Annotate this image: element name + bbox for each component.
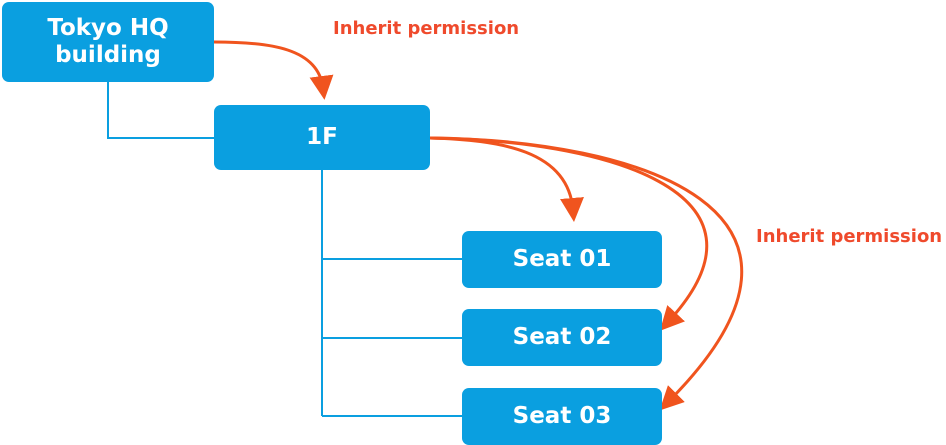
- inherit-arrow-floor-to-seat-02: [429, 136, 709, 331]
- node-seat-02: Seat 02: [462, 309, 662, 366]
- inherit-permission-label-top: Inherit permission: [333, 18, 520, 39]
- node-tokyo-hq-building: Tokyo HQ building: [2, 2, 214, 82]
- node-1f: 1F: [214, 105, 430, 170]
- node-seat-03: Seat 03: [462, 388, 662, 445]
- node-seat-01: Seat 01: [462, 231, 662, 288]
- tree-line-root-to-floor: [107, 82, 214, 139]
- node-1f-label: 1F: [306, 124, 338, 150]
- inherit-arrow-floor-to-seat-03: [429, 136, 744, 411]
- node-seat-01-label: Seat 01: [512, 246, 612, 272]
- node-tokyo-hq-building-label: Tokyo HQ building: [47, 15, 169, 68]
- inherit-permission-label-right: Inherit permission: [756, 226, 943, 247]
- node-seat-02-label: Seat 02: [512, 324, 612, 350]
- inherit-arrow-root-to-floor: [213, 40, 334, 100]
- node-seat-03-label: Seat 03: [512, 403, 612, 429]
